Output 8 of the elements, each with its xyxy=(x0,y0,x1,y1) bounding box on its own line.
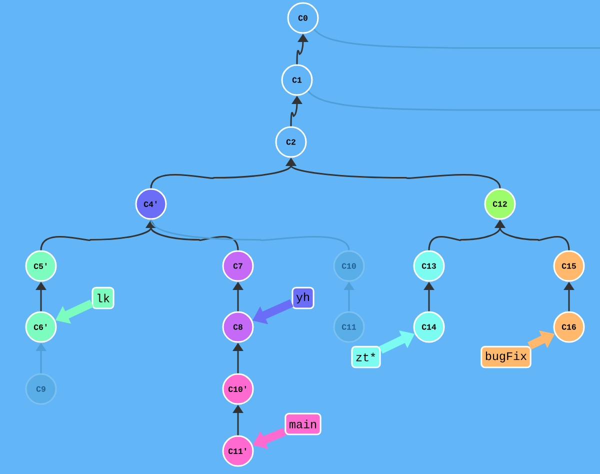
branch-label: zt* xyxy=(351,346,381,368)
faded-line xyxy=(150,220,350,250)
branch-label: lk xyxy=(92,286,114,310)
faded-line xyxy=(308,90,600,111)
branch-label: main xyxy=(284,412,322,436)
branch-label: bugFix xyxy=(480,346,532,368)
branch-label: yh xyxy=(292,286,314,310)
faded-line xyxy=(314,28,600,49)
